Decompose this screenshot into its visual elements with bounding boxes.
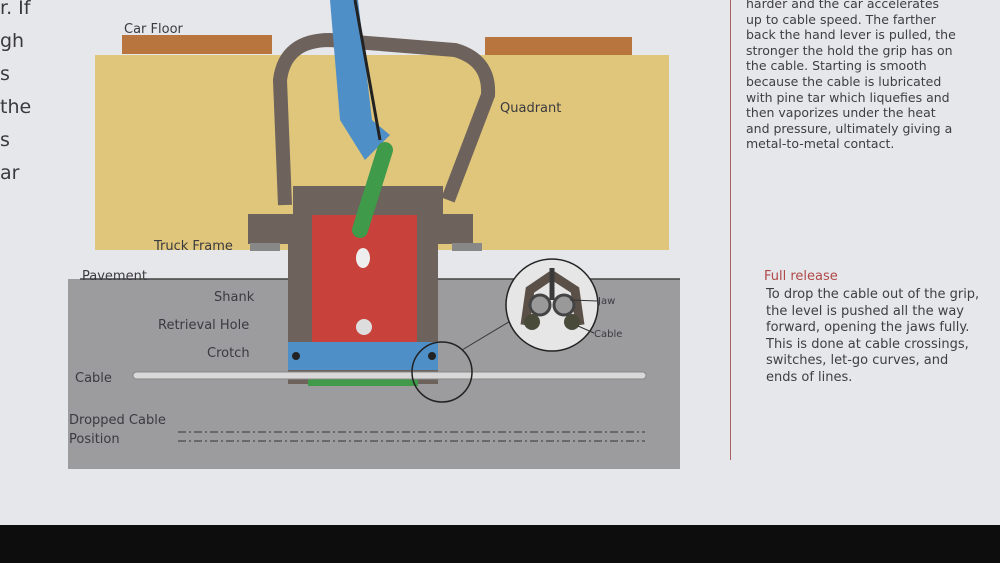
text-line: with pine tar which liquefies and [746, 89, 950, 105]
hand-lever [330, 0, 390, 160]
jaw-bar [288, 342, 438, 370]
label-retrieval-hole: Retrieval Hole [158, 318, 249, 333]
text-line: because the cable is lubricated [746, 73, 942, 89]
cable [132, 371, 647, 380]
label-car-floor: Car Floor [124, 22, 184, 37]
text-line: s [0, 129, 10, 151]
text-line: back the hand lever is pulled, the [746, 27, 956, 43]
text-line: gh [0, 30, 25, 52]
text-line: harder and the car accelerates [746, 0, 940, 11]
label-pavement: Pavement [82, 269, 147, 284]
heading-full-release: Full release [764, 269, 838, 284]
slot [356, 248, 370, 268]
text-line: This is done at cable crossings, [766, 336, 969, 352]
detail-circle [411, 341, 473, 403]
text-line: the cable. Starting is smooth [746, 58, 927, 74]
column-divider [730, 0, 731, 460]
label-inset-cable: Cable [594, 329, 622, 340]
text-line: metal-to-metal contact. [746, 136, 895, 152]
text-line: ends of lines. [766, 369, 853, 385]
text-line: and pressure, ultimately giving a [746, 120, 953, 136]
text-line: s [0, 63, 10, 85]
link-arm [352, 142, 393, 238]
dark-band [0, 525, 1000, 563]
paragraph-grip: harder and the car accelerates up to cab… [746, 0, 996, 152]
quadrant-arc [272, 32, 496, 206]
text-line: ar [0, 162, 20, 184]
car-floor-left [122, 35, 272, 54]
text-line: the level is pushed all the way [766, 303, 964, 319]
retrieval-hole [356, 319, 372, 335]
grip-diagram: Car Floor Quadrant Truck Frame Pavement … [68, 0, 680, 469]
label-quadrant: Quadrant [500, 101, 561, 116]
label-dropped-cable: Dropped Cable [69, 413, 166, 428]
text-line: then vaporizes under the heat [746, 105, 936, 121]
text-line: switches, let-go curves, and [766, 353, 949, 368]
left-text-fragment: r. If gh s the s ar [0, 0, 31, 190]
label-jaw: Jaw [597, 296, 615, 307]
text-line: To drop the cable out of the grip, [766, 287, 980, 302]
text-line: stronger the hold the grip has on [746, 42, 953, 58]
label-truck-frame: Truck Frame [153, 239, 233, 254]
paragraph-full-release: To drop the cable out of the grip, the l… [766, 287, 1000, 386]
text-line: r. If [0, 0, 31, 19]
label-position: Position [69, 432, 120, 447]
text-line: the [0, 96, 32, 118]
text-line: forward, opening the jaws fully. [766, 320, 970, 335]
label-shank: Shank [214, 290, 255, 305]
car-floor-right [485, 37, 632, 55]
text-line: up to cable speed. The farther [746, 11, 936, 27]
label-cable: Cable [75, 371, 112, 386]
label-crotch: Crotch [207, 346, 250, 361]
